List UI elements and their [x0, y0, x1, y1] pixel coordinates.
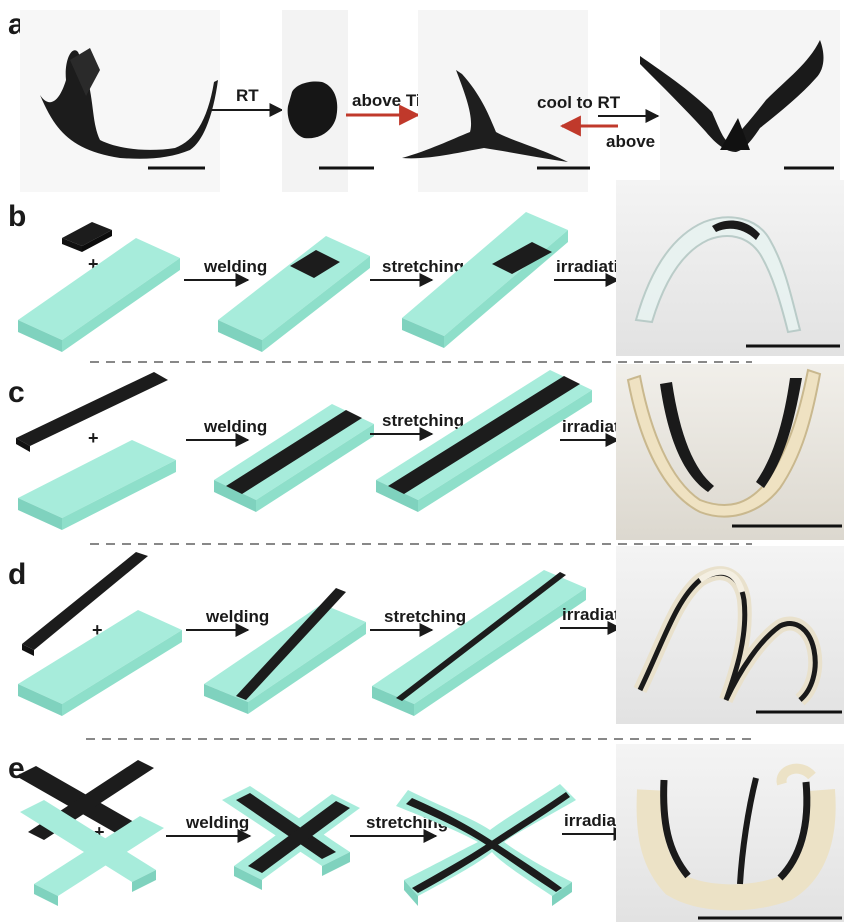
- label-above-ti-1: above Ti: [352, 91, 421, 110]
- label-stretching: stretching: [382, 411, 464, 430]
- panel-e: e + welding stretching: [8, 744, 844, 922]
- substrate-welded: [222, 786, 360, 890]
- substrate-plain: [18, 238, 180, 352]
- panel-b: b + welding stretching: [8, 180, 844, 356]
- substrate-stretched: [372, 570, 586, 716]
- label-rt: RT: [236, 86, 259, 105]
- label-stretching: stretching: [384, 607, 466, 626]
- panel-b-photo: [616, 180, 844, 356]
- plus-sign: +: [88, 428, 99, 448]
- panel-c: c + welding stretching irradiating: [8, 364, 844, 540]
- label-stretching: stretching: [382, 257, 464, 276]
- panel-e-photo: [616, 744, 844, 922]
- substrate-stretched: [376, 370, 592, 512]
- panel-a: a RT above Ti cool to RT above Ti: [8, 8, 840, 192]
- label-welding: welding: [185, 813, 249, 832]
- panel-c-letter: c: [8, 376, 25, 409]
- panel-c-photo: [616, 364, 844, 540]
- substrate-stretched: [396, 784, 576, 906]
- panel-d: d + welding stretching irradiating: [8, 546, 844, 724]
- panel-a-photo-4: [640, 10, 840, 192]
- substrate-plain: [18, 440, 176, 530]
- label-welding: welding: [203, 257, 267, 276]
- stretched-strip: [396, 572, 566, 701]
- substrate-welded: [218, 236, 370, 352]
- panel-d-photo: [616, 546, 844, 724]
- strip-small-rect: [62, 222, 112, 252]
- panel-a-photo-1: [20, 10, 220, 192]
- panel-d-letter: d: [8, 558, 26, 591]
- label-welding: welding: [205, 607, 269, 626]
- label-cool-to-rt: cool to RT: [537, 93, 621, 112]
- panel-e-letter: e: [8, 752, 25, 785]
- panel-b-letter: b: [8, 200, 26, 233]
- label-welding: welding: [203, 417, 267, 436]
